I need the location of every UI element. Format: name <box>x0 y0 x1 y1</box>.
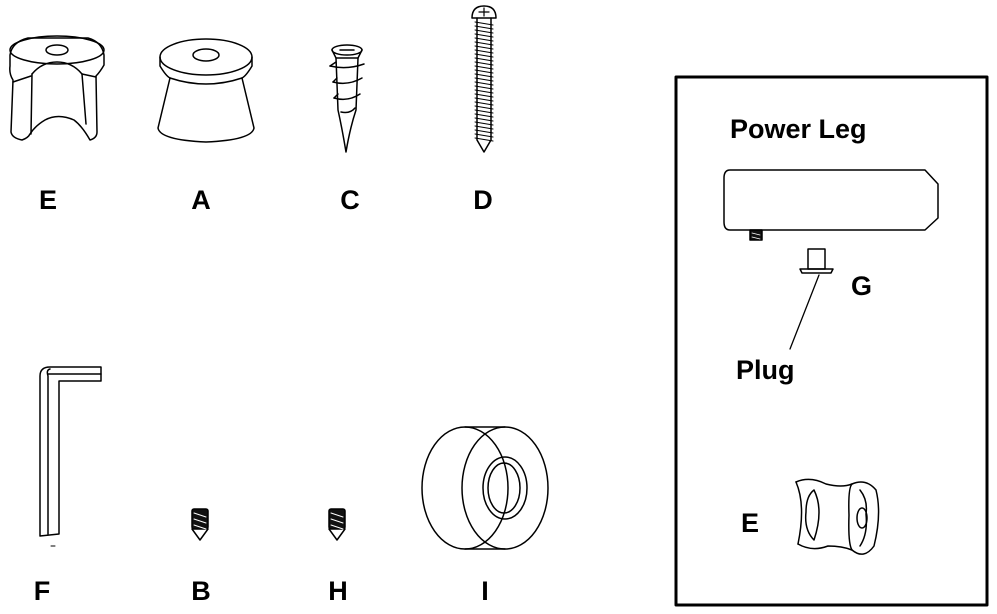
power-leg-icon <box>724 170 938 240</box>
grommet-cap-icon <box>10 36 104 140</box>
plug-callout: Plug <box>736 355 795 385</box>
part-label-e: E <box>38 185 57 215</box>
wall-anchor-icon <box>330 45 364 152</box>
inset-cap-label: E <box>741 508 760 538</box>
inset-title: Power Leg <box>730 114 867 144</box>
inset-frame <box>676 77 987 605</box>
set-screw-icon <box>192 509 208 540</box>
screw-icon <box>472 6 496 152</box>
part-label-d: D <box>473 185 493 215</box>
round-cap-icon <box>158 39 254 142</box>
part-label-h: H <box>328 576 348 606</box>
plug-icon <box>790 249 833 349</box>
grommet-cap-icon <box>796 479 879 554</box>
part-label-a: A <box>191 185 211 215</box>
plug-part-label: G <box>851 271 873 301</box>
spacer-ring-icon <box>422 427 548 549</box>
part-label-f: F <box>33 576 51 606</box>
part-label-c: C <box>340 185 360 215</box>
part-label-b: B <box>191 576 211 606</box>
part-label-i: I <box>481 576 489 606</box>
set-screw-icon <box>329 509 345 540</box>
hex-key-icon <box>40 367 101 546</box>
